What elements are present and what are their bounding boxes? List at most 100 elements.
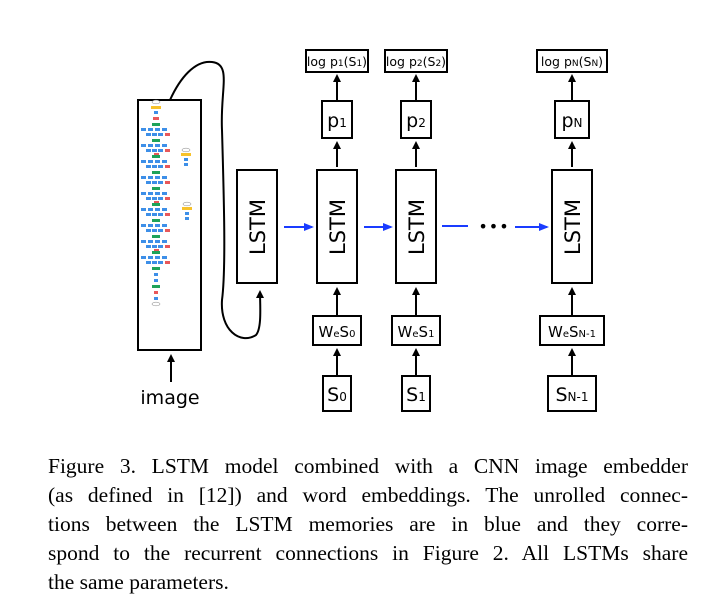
cnn-conv-layer <box>152 197 157 200</box>
embedding-label: WeS1 <box>398 323 435 341</box>
cnn-output-node <box>151 301 161 307</box>
cnn-layer <box>154 297 158 300</box>
cnn-conv-layer <box>155 160 160 163</box>
cnn-concat-layer <box>152 187 160 190</box>
cnn-conv-layer <box>141 128 146 131</box>
cnn-conv-layer <box>155 176 160 179</box>
cnn-conv-layer <box>162 224 167 227</box>
cnn-conv-layer <box>148 256 153 259</box>
cnn-conv-layer <box>162 240 167 243</box>
word-label: SN-1 <box>555 384 588 406</box>
word-box <box>401 375 431 412</box>
cnn-layer <box>154 291 158 294</box>
cnn-conv-layer <box>155 128 160 131</box>
cnn-conv-layer <box>141 144 146 147</box>
lstm-label: LSTM <box>405 199 429 255</box>
lstm-initial: LSTM <box>236 169 278 284</box>
cnn-conv-layer <box>152 261 157 264</box>
column-step-n: log pN(SN) pN WeSN-1 SN-1 <box>536 49 608 412</box>
cnn-conv-layer <box>152 165 157 168</box>
caption-line: spond to the recurrent connections in Fi… <box>48 541 688 565</box>
cnn-concat-layer <box>152 219 160 222</box>
image-label: image <box>140 387 199 409</box>
lstm-step-n: LSTM <box>551 169 593 284</box>
cnn-pool-layer <box>154 201 159 204</box>
caption-line: the same parameters. <box>48 570 229 594</box>
lstm-label: LSTM <box>561 199 585 255</box>
cnn-conv-layer <box>158 149 163 152</box>
cnn-conv-layer <box>146 165 151 168</box>
embedding-label: WeS0 <box>319 323 356 341</box>
cnn-concat-layer <box>152 171 160 174</box>
lstm-label: LSTM <box>246 199 270 255</box>
cnn-conv-layer <box>155 144 160 147</box>
lstm-label: LSTM <box>326 199 350 255</box>
lstm-box <box>395 169 437 284</box>
ellipsis: ••• <box>478 217 509 236</box>
cnn-conv-layer <box>158 165 163 168</box>
cnn-layer <box>154 273 158 276</box>
prob-box <box>321 100 353 139</box>
cnn-conv-layer <box>152 181 157 184</box>
cnn-conv-layer <box>141 208 146 211</box>
cnn-concat-layer <box>152 203 160 206</box>
cnn-conv-layer <box>152 213 157 216</box>
cnn-conv-layer <box>152 133 157 136</box>
embedding-box <box>391 315 441 346</box>
cnn-aux-node <box>181 147 191 153</box>
cnn-aux-layer <box>184 158 188 161</box>
cnn-pool-layer <box>165 149 170 152</box>
cnn-conv-layer <box>162 144 167 147</box>
cnn-conv-layer <box>162 256 167 259</box>
word-box <box>322 375 352 412</box>
cnn-conv-layer <box>152 229 157 232</box>
lstm-box <box>551 169 593 284</box>
cnn-conv-layer <box>158 261 163 264</box>
prob-box <box>554 100 590 139</box>
lstm-step-2: LSTM <box>395 169 437 284</box>
caption-line: tions between the LSTM memories are in b… <box>48 512 688 536</box>
cnn-conv-layer <box>158 181 163 184</box>
cnn-pool-layer <box>165 181 170 184</box>
log-prob-box <box>536 49 608 73</box>
cnn-concat-layer <box>152 155 160 158</box>
cnn-conv-layer <box>155 224 160 227</box>
cnn-conv-layer <box>158 213 163 216</box>
cnn-conv-layer <box>141 240 146 243</box>
cnn-conv-layer <box>148 224 153 227</box>
cnn-pool-layer <box>165 229 170 232</box>
cnn-pool-layer <box>165 197 170 200</box>
cnn-conv-layer <box>146 213 151 216</box>
cnn-aux-layer <box>185 212 189 215</box>
cnn-conv-layer <box>162 176 167 179</box>
cnn-pool-layer <box>165 261 170 264</box>
cnn-conv-layer <box>146 133 151 136</box>
lstm-step-1: LSTM <box>316 169 358 284</box>
cnn-aux-layer <box>182 207 192 210</box>
cnn-conv-layer <box>141 176 146 179</box>
cnn-concat-layer <box>152 235 160 238</box>
cnn-conv-layer <box>158 197 163 200</box>
cnn-layer <box>153 117 159 120</box>
cnn-concat-layer <box>152 267 160 270</box>
lstm-box <box>236 169 278 284</box>
cnn-conv-layer <box>162 160 167 163</box>
prob-label: pN <box>561 110 582 132</box>
cnn-layer-graph <box>141 99 192 307</box>
cnn-aux-layer <box>185 217 189 220</box>
cnn-pool-layer <box>165 213 170 216</box>
prob-label: p2 <box>406 110 426 132</box>
embedding-box <box>539 315 605 346</box>
cnn-pool-layer <box>165 165 170 168</box>
cnn-conv-layer <box>148 192 153 195</box>
log-prob-box <box>384 49 448 73</box>
figure-caption: Figure 3. LSTM model combined with a CNN… <box>48 452 688 597</box>
cnn-conv-layer <box>148 160 153 163</box>
lstm-cnn-diagram: image LSTM LSTM LSTM LSTM ••• log p1(S1)… <box>137 49 608 412</box>
cnn-conv-layer <box>155 208 160 211</box>
cnn-conv-layer <box>141 160 146 163</box>
cnn-conv-layer <box>146 261 151 264</box>
cnn-aux-layer <box>184 163 188 166</box>
cnn-conv-layer <box>146 197 151 200</box>
cnn-conv-layer <box>146 181 151 184</box>
